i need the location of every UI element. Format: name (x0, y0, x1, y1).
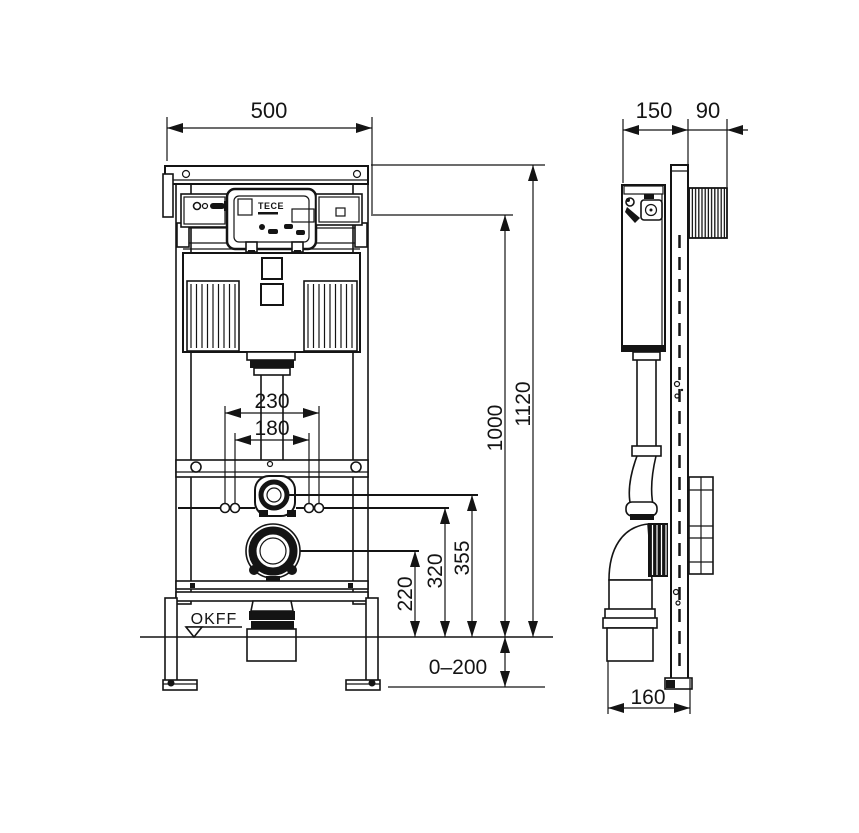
dim-fixing-inner: 180 (234, 417, 310, 503)
outlet-gasket (250, 360, 294, 368)
dim-frame-height: 1120 (371, 164, 545, 637)
dim-fixing-outer: 230 (224, 390, 320, 503)
dim-flush-bend-height: 355 (451, 495, 477, 637)
flush-bend-housing (254, 475, 296, 517)
dim-front-width: 500 (166, 98, 373, 214)
cistern-front (182, 252, 361, 477)
right-mechanism-box (315, 193, 363, 226)
middle-cross-rail (175, 459, 369, 478)
pipe-gasket (249, 611, 295, 620)
cistern-side (621, 184, 666, 352)
svg-text:1000: 1000 (484, 405, 507, 452)
rail-hole (181, 169, 191, 179)
floor-level-label: OKFF (191, 611, 238, 628)
foot-plate-left (162, 679, 198, 691)
svg-text:230: 230 (254, 390, 289, 413)
wall-anchor-threaded-rod (688, 187, 728, 239)
svg-text:220: 220 (394, 576, 417, 611)
floor-level-marker: OKFF (140, 611, 553, 639)
svg-text:180: 180 (254, 417, 289, 440)
svg-text:1120: 1120 (512, 381, 535, 426)
foot-tube-left (164, 597, 178, 683)
cistern-outlet (246, 351, 296, 361)
fixing-hole (219, 502, 231, 514)
top-rail (162, 165, 369, 218)
svg-text:320: 320 (424, 553, 447, 588)
flush-bend-outlet (625, 501, 658, 517)
wall-bracket (162, 173, 174, 218)
side-rail (664, 164, 693, 690)
drain-connection-front (245, 494, 478, 583)
dimensions: 500 230 180 220 (166, 98, 748, 714)
drain-socket-ribbed (648, 523, 668, 577)
svg-text:500: 500 (251, 98, 288, 123)
inspection-opening (261, 257, 283, 280)
flush-actuation-unit: TECE (225, 187, 318, 254)
brand-logo: TECE (258, 201, 284, 211)
dim-actuation-height: 1000 (371, 214, 513, 637)
dim-fixing-height: 320 (424, 508, 450, 637)
fixing-hole (303, 502, 315, 514)
side-view (602, 164, 728, 690)
pipe-gasket (251, 621, 294, 629)
clamp-screw (249, 565, 259, 575)
rail-bolt (350, 461, 362, 473)
flush-pipe-side (625, 351, 662, 520)
wc-mounting-block (688, 476, 714, 575)
fixing-hole (313, 502, 325, 514)
side-foot (664, 677, 693, 690)
dim-floor-adjustment: 0–200 (388, 637, 545, 688)
svg-text:160: 160 (630, 686, 665, 709)
fixing-hole (229, 502, 241, 514)
dim-wall-offset-label: 90 (696, 98, 720, 123)
front-view: TECE (162, 165, 478, 691)
dim-side-depth: 150 90 (622, 98, 748, 187)
drain-seal-ring (248, 526, 298, 576)
drain-side (602, 523, 668, 662)
adjustable-feet (162, 597, 381, 691)
foot-tube-right (365, 597, 379, 683)
rail-hole (352, 169, 362, 179)
rail-bolt (190, 461, 202, 473)
inspection-opening (260, 283, 284, 306)
clamp-screw (287, 565, 297, 575)
left-mechanism-box (180, 193, 229, 228)
wc-fixing-points (178, 502, 449, 514)
svg-text:0–200: 0–200 (429, 656, 487, 679)
svg-text:355: 355 (451, 540, 474, 575)
ribbed-panel-left (186, 280, 240, 352)
ribbed-panel-right (303, 280, 358, 352)
dim-drain-offset: 160 (607, 661, 691, 714)
flush-bend-socket (258, 479, 290, 511)
lower-rails (175, 580, 369, 602)
foot-plate-right (345, 679, 381, 691)
svg-text:150: 150 (636, 98, 673, 123)
drain-elbow (608, 523, 653, 581)
dim-drain-height: 220 (394, 551, 420, 637)
drain-pipe-front (246, 600, 297, 662)
level-triangle-icon (184, 626, 204, 639)
